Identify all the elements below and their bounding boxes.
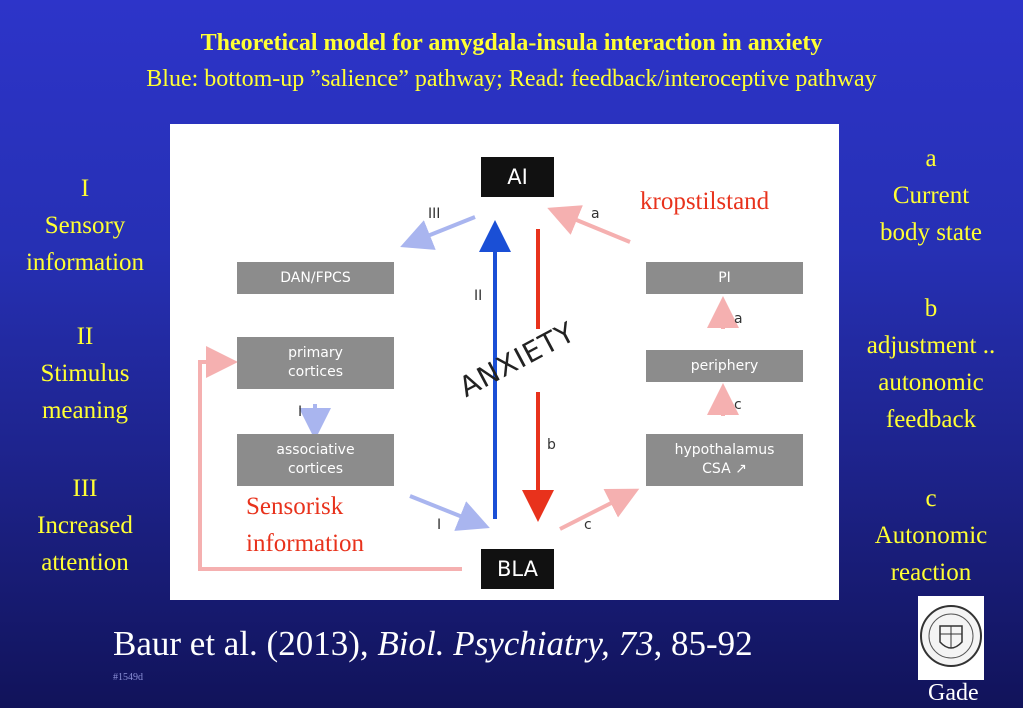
citation-journal: Biol. Psychiatry, 73 [377,624,654,663]
right-item-c: c Autonomic reaction [843,480,1019,591]
node-periphery: periphery [646,350,803,382]
left-item-numeral: III [72,475,98,502]
sensorisk-line: Sensorisk [246,493,344,520]
feedback-loop [198,346,462,571]
logo-caption: Gade [928,680,979,706]
node-associative-cortices: associative cortices [237,434,394,486]
slide-id: #1549d [113,672,143,683]
right-item-line: body state [879,219,983,246]
arrow-a-top [547,205,631,244]
arrow-i-bottom [409,494,490,531]
label-b: b [547,437,556,453]
right-item-line: Autonomic [874,522,988,549]
node-dan-fpcs: DAN/FPCS [237,262,394,294]
left-item-3: III Increased attention [5,470,165,581]
node-ai: AI [481,157,554,197]
right-item-a: a Current body state [843,140,1019,251]
label-a-top: a [591,206,600,222]
node-hypothalamus: hypothalamus CSA ↗ [646,434,803,486]
node-text: CSA ↗ [702,461,747,477]
left-item-1: I Sensory information [5,170,165,281]
node-text: hypothalamus [674,442,775,458]
diagram-arrows [198,205,739,571]
node-text: associative [276,442,355,458]
label-ii: II [474,288,483,304]
citation: Baur et al. (2013), Biol. Psychiatry, 73… [113,624,753,664]
label-i-bottom: I [437,517,442,533]
slide-subtitle: Blue: bottom-up ”salience” pathway; Read… [146,66,877,92]
label-c-mid: c [734,397,742,413]
label-i-mid: I [298,404,303,420]
right-item-line: Current [892,182,970,209]
label-iii: III [428,206,441,222]
right-item-line: adjustment .. [866,332,996,359]
left-item-line: Increased [37,512,133,539]
diagram-panel: AI BLA DAN/FPCS primary cortices associa… [170,124,839,600]
right-item-letter: c [925,485,937,512]
node-primary-cortices: primary cortices [237,337,394,389]
left-item-2: II Stimulus meaning [5,318,165,429]
node-text: cortices [287,461,343,477]
left-item-line: Stimulus [40,360,130,387]
right-item-line: feedback [885,406,977,433]
arrow-iii [400,215,476,250]
right-item-line: autonomic [878,369,984,396]
label-a-mid: a [734,311,743,327]
slide-title: Theoretical model for amygdala-insula in… [200,30,823,56]
right-item-line: reaction [890,559,972,586]
university-seal-icon [918,596,984,680]
node-text: primary [288,345,343,361]
sensorisk-line: information [246,530,365,557]
node-text: cortices [287,364,343,380]
right-item-letter: a [925,145,937,172]
label-c-bottom: c [584,517,592,533]
left-item-numeral: I [80,175,90,202]
left-item-line: meaning [41,397,129,424]
node-bla: BLA [481,549,554,589]
citation-pages: , 85-92 [653,624,753,663]
right-item-b: b adjustment .. autonomic feedback [843,290,1019,438]
right-item-letter: b [924,295,938,322]
left-item-line: Sensory [44,212,126,239]
node-pi: PI [646,262,803,294]
citation-authors: Baur et al. (2013), [113,624,378,663]
left-item-line: information [25,249,145,276]
left-item-numeral: II [76,323,94,350]
arrow-c-bottom [559,488,640,531]
left-item-line: attention [41,549,129,576]
sensorisk-label: Sensorisk information [246,488,364,562]
kropstilstand-label: kropstilstand [640,188,770,215]
